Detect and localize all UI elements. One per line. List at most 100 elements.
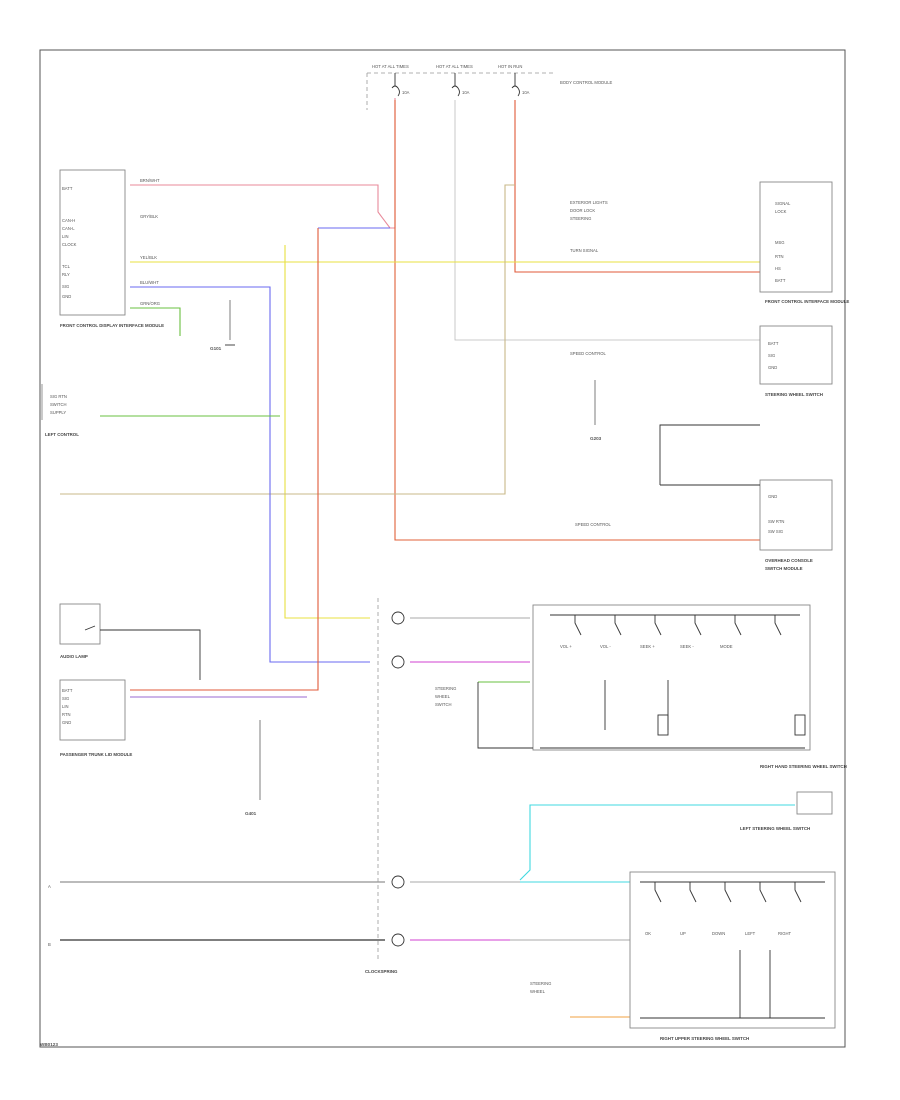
connector-icon-3 [391, 875, 405, 889]
fuse-header-1: HOT AT ALL TIMES [372, 64, 409, 69]
wires [60, 98, 795, 1018]
wire-blue [130, 286, 370, 663]
svg-text:SUPPLY: SUPPLY [50, 410, 66, 415]
ground-a-label: G101 [210, 346, 222, 351]
wire-red-left [130, 228, 319, 691]
svg-text:GND: GND [62, 294, 71, 299]
svg-text:OVERHEAD CONSOLE: OVERHEAD CONSOLE [765, 558, 813, 563]
fuse-panel-label: BODY CONTROL MODULE [560, 80, 613, 85]
fuse-panel-group: HOT AT ALL TIMES HOT AT ALL TIMES HOT IN… [366, 64, 613, 110]
svg-text:SW SIG: SW SIG [768, 529, 783, 534]
svg-text:YEL/BLK: YEL/BLK [140, 255, 157, 260]
svg-text:BATT: BATT [62, 186, 73, 191]
svg-text:BRN/WHT: BRN/WHT [140, 178, 160, 183]
fuse-icon-2 [451, 85, 460, 97]
svg-text:BATT: BATT [775, 278, 786, 283]
connector-icon-4 [391, 933, 405, 947]
svg-text:RTN: RTN [62, 712, 71, 717]
svg-text:SPEED CONTROL: SPEED CONTROL [570, 351, 607, 356]
lamp-block-box [59, 603, 101, 645]
left-switch-small: LEFT STEERING WHEEL SWITCH [740, 791, 833, 831]
passenger-module: BATT SIG LIN RTN GND PASSENGER TRUNK LID… [59, 679, 132, 757]
svg-text:DOOR LOCK: DOOR LOCK [570, 208, 595, 213]
svg-text:TCL: TCL [62, 264, 71, 269]
svg-text:SPEED CONTROL: SPEED CONTROL [575, 522, 612, 527]
fuse-3-rating: 10A [522, 90, 530, 95]
passenger-module-label: PASSENGER TRUNK LID MODULE [60, 752, 132, 757]
svg-text:LIN: LIN [62, 704, 69, 709]
passenger-module-box [59, 679, 126, 741]
ground-b-label: G203 [590, 436, 602, 441]
svg-text:HS: HS [775, 266, 781, 271]
svg-text:BATT: BATT [62, 688, 73, 693]
lower-right-module: GND SW RTN SW SIG OVERHEAD CONSOLE SWITC… [575, 424, 833, 571]
edge-marker-1: A [48, 884, 51, 889]
svg-text:SIGNAL: SIGNAL [775, 201, 791, 206]
svg-text:WHEEL: WHEEL [435, 694, 451, 699]
svg-text:STEERING: STEERING [570, 216, 591, 221]
bottom-switch-pack-box [629, 871, 836, 1029]
wire-pink [130, 98, 396, 229]
svg-text:WHEEL: WHEEL [530, 989, 546, 994]
svg-text:SIG: SIG [62, 284, 69, 289]
svg-text:BATT: BATT [768, 341, 779, 346]
left-switch-small-box [796, 791, 833, 815]
edge-marker-2: B [48, 942, 51, 947]
svg-text:EXTERIOR LIGHTS: EXTERIOR LIGHTS [570, 200, 608, 205]
wire-red-main [394, 100, 760, 541]
svg-text:LEFT CONTROL: LEFT CONTROL [45, 432, 79, 437]
svg-text:MODE: MODE [720, 644, 733, 649]
left-module-box [59, 169, 126, 316]
svg-text:GRN/ORG: GRN/ORG [140, 301, 160, 306]
lamp-block-label: AUDIO LAMP [60, 654, 88, 659]
svg-text:RIGHT: RIGHT [778, 931, 791, 936]
fuse-2-rating: 10A [462, 90, 470, 95]
clockspring-label: CLOCKSPRING [365, 969, 398, 974]
svg-text:CLOCK: CLOCK [62, 242, 77, 247]
fuse-header-3: HOT IN RUN [498, 64, 522, 69]
page-ref: WB0123 [40, 1042, 58, 1047]
diagram-frame [39, 49, 846, 1048]
fuse-1-rating: 10A [402, 90, 410, 95]
ground-b-group: G203 [590, 436, 602, 441]
svg-text:BLU/WHT: BLU/WHT [140, 280, 159, 285]
svg-text:LEFT: LEFT [745, 931, 756, 936]
svg-text:OK: OK [645, 931, 651, 936]
svg-text:UP: UP [680, 931, 686, 936]
svg-text:SWITCH: SWITCH [435, 702, 452, 707]
left-module-label: FRONT CONTROL DISPLAY INTERFACE MODULE [60, 323, 164, 328]
wire-cyan [519, 804, 795, 881]
left-labels-block: SIG RTN SWITCH SUPPLY LEFT CONTROL [41, 384, 79, 437]
fuse-icon-3 [511, 85, 520, 97]
svg-text:LOCK: LOCK [775, 209, 787, 214]
svg-text:CAN-H: CAN-H [62, 218, 75, 223]
svg-text:LIN: LIN [62, 234, 69, 239]
ground-c-label: G401 [245, 811, 257, 816]
svg-text:SIG: SIG [62, 696, 69, 701]
svg-text:CAN-L: CAN-L [62, 226, 75, 231]
connector-icon-2 [391, 655, 405, 669]
svg-text:RTN: RTN [775, 254, 784, 259]
lamp-block: AUDIO LAMP [59, 603, 201, 680]
svg-text:SW RTN: SW RTN [768, 519, 784, 524]
svg-text:SEEK -: SEEK - [680, 644, 694, 649]
svg-text:GND: GND [62, 720, 71, 725]
svg-text:STEERING: STEERING [435, 686, 456, 691]
svg-text:SIG RTN: SIG RTN [50, 394, 67, 399]
wire-tan [60, 184, 515, 495]
right-module-label: FRONT CONTROL INTERFACE MODULE [765, 299, 849, 304]
svg-text:GRY/BLK: GRY/BLK [140, 214, 158, 219]
svg-text:GND: GND [768, 365, 777, 370]
left-switch-pack-label: RIGHT HAND STEERING WHEEL SWITCH [760, 764, 847, 769]
right-module-box [759, 181, 833, 293]
svg-text:RLY: RLY [62, 272, 70, 277]
fuse-icon-1 [391, 85, 400, 97]
svg-text:SWITCH MODULE: SWITCH MODULE [765, 566, 803, 571]
wire-green [130, 307, 181, 336]
svg-text:TURN SIGNAL: TURN SIGNAL [570, 248, 599, 253]
fuse-header-2: HOT AT ALL TIMES [436, 64, 473, 69]
left-switch-pack-box [532, 604, 811, 751]
ground-c-group: G401 [245, 811, 257, 816]
svg-text:VOL -: VOL - [600, 644, 611, 649]
